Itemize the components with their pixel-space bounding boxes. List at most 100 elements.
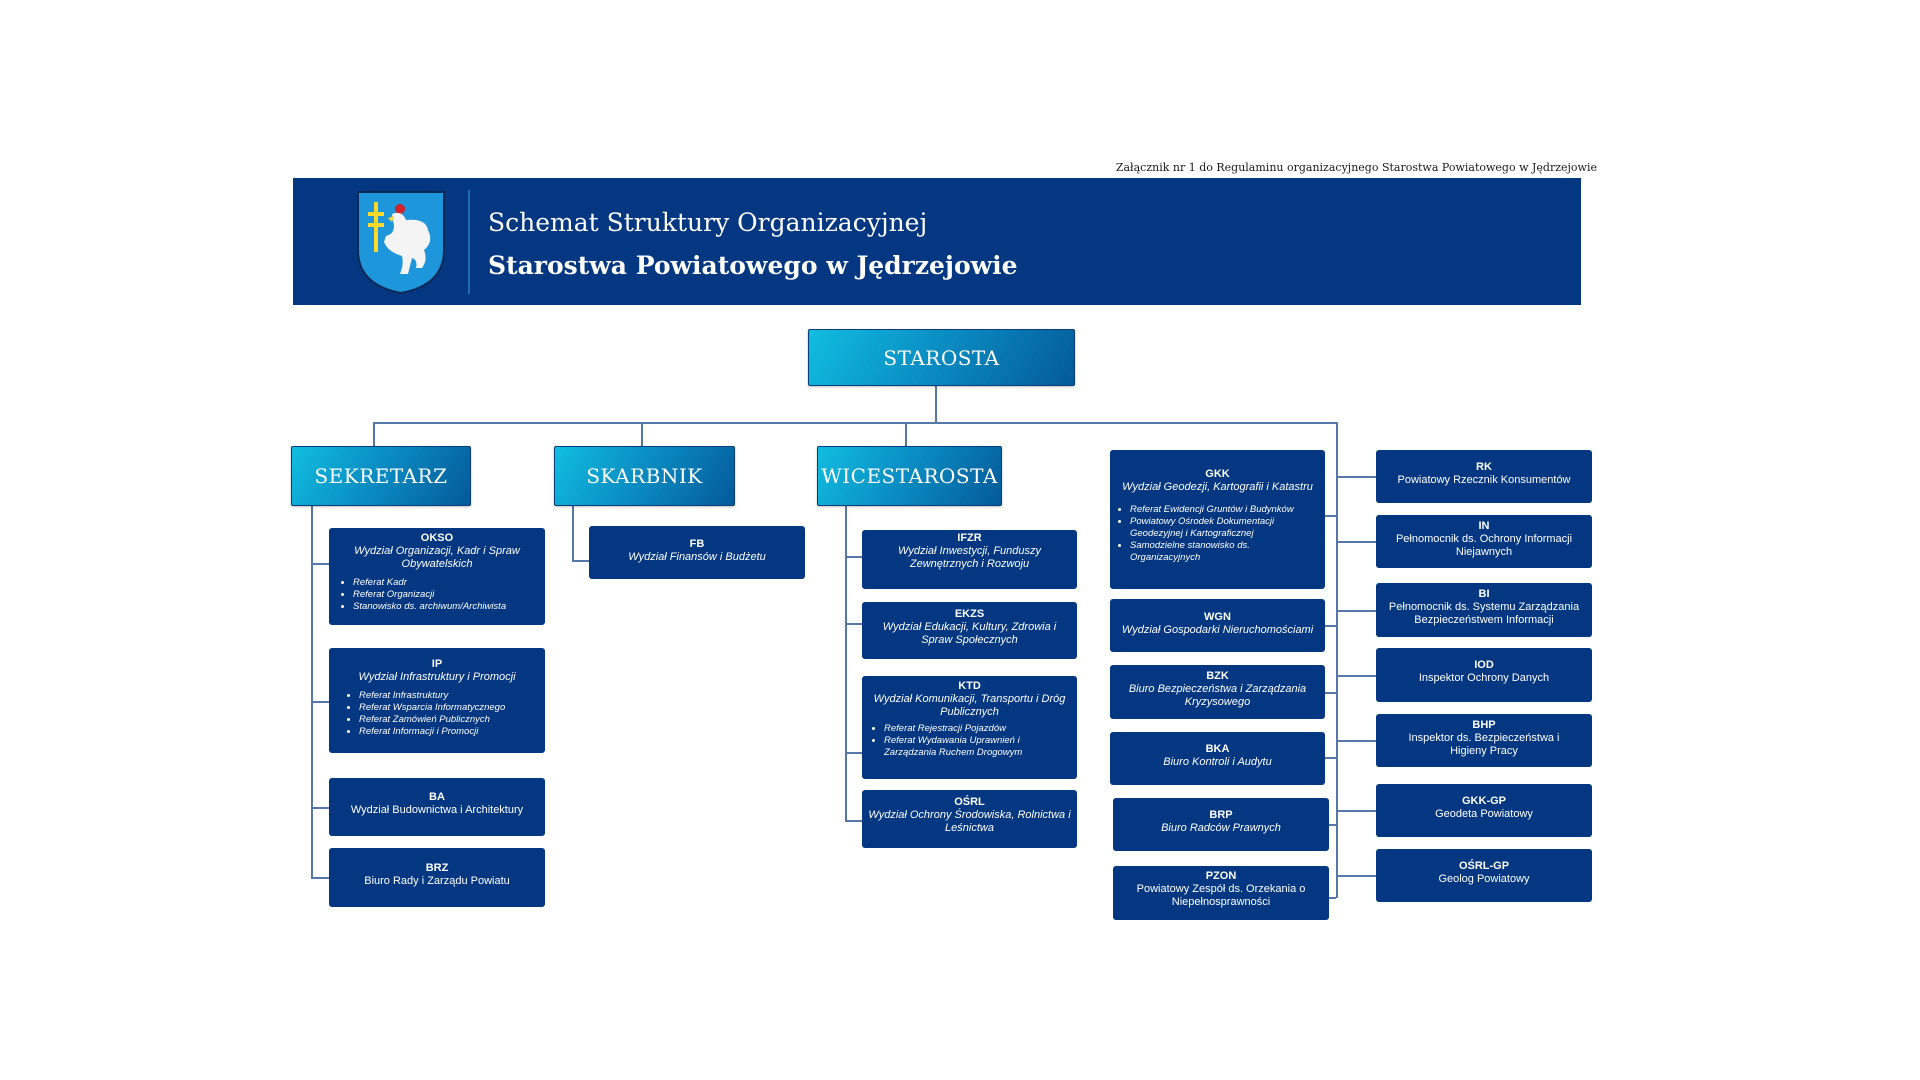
sekretarz-box: SEKRETARZ — [291, 446, 471, 506]
connector — [1325, 692, 1336, 694]
unit-code: FB — [689, 538, 705, 550]
connector — [311, 877, 329, 879]
unit-code: GKK-GP — [1462, 795, 1506, 807]
connector — [905, 422, 907, 446]
unit-pzon: PZON Powiatowy Zespół ds. Orzekania o Ni… — [1113, 866, 1329, 920]
connector — [1329, 897, 1336, 899]
subunit-list: Referat Kadr Referat Organizacji Stanowi… — [335, 577, 539, 613]
subunit-item: Referat Kadr — [353, 577, 539, 589]
subunit-list: Referat Infrastruktury Referat Wsparcia … — [335, 690, 539, 738]
unit-code: BI — [1478, 588, 1490, 600]
post-osrl-gp: OŚRL-GP Geolog Powiatowy — [1376, 849, 1592, 902]
sekretarz-label: SEKRETARZ — [314, 464, 448, 488]
subunit-item: Referat Zamówień Publicznych — [359, 714, 539, 726]
unit-name: Powiatowy Zespół ds. Orzekania o Niepełn… — [1136, 883, 1306, 908]
connector — [1336, 610, 1376, 612]
post-bhp: BHP Inspektor ds. Bezpieczeństwa i Higie… — [1376, 714, 1592, 767]
unit-ekzs: EKZS Wydział Edukacji, Kultury, Zdrowia … — [862, 602, 1077, 659]
unit-code: GKK — [1205, 468, 1230, 480]
skarbnik-box: SKARBNIK — [554, 446, 735, 506]
unit-name: Wydział Komunikacji, Transportu i Dróg P… — [873, 693, 1066, 718]
subunit-item: Powiatowy Ośrodek Dokumentacji Geodezyjn… — [1130, 516, 1319, 540]
unit-name: Wydział Budownictwa i Architektury — [350, 804, 524, 816]
unit-code: BZK — [1206, 670, 1229, 682]
unit-code: RK — [1476, 461, 1492, 473]
subunit-list: Referat Ewidencji Gruntów i Budynków Pow… — [1116, 504, 1319, 564]
connector — [1336, 740, 1376, 742]
unit-code: BRP — [1209, 809, 1233, 821]
unit-name: Wydział Gospodarki Nieruchomościami — [1121, 624, 1314, 636]
connector — [1329, 824, 1336, 826]
unit-name: Wydział Finansów i Budżetu — [628, 551, 766, 563]
skarbnik-label: SKARBNIK — [586, 464, 703, 488]
starosta-label: STAROSTA — [883, 345, 1000, 370]
wicestarosta-box: WICESTAROSTA — [817, 446, 1002, 506]
unit-name: Biuro Rady i Zarządu Powiatu — [364, 875, 510, 887]
unit-name: Powiatowy Rzecznik Konsumentów — [1397, 474, 1571, 486]
unit-name: Pełnomocnik ds. Ochrony Informacji Nieja… — [1395, 533, 1573, 558]
unit-bka: BKA Biuro Kontroli i Audytu — [1110, 732, 1325, 785]
unit-code: IFZR — [957, 532, 982, 544]
unit-name: Biuro Radców Prawnych — [1161, 822, 1281, 834]
connector — [572, 504, 574, 560]
unit-code: WGN — [1204, 611, 1231, 623]
unit-name: Geodeta Powiatowy — [1435, 808, 1533, 820]
subunit-item: Referat Wydawania Uprawnień i Zarządzani… — [884, 735, 1067, 759]
connector — [935, 384, 937, 422]
attachment-note: Załącznik nr 1 do Regulaminu organizacyj… — [1115, 161, 1597, 174]
subunit-list: Referat Rejestracji Pojazdów Referat Wyd… — [872, 723, 1067, 759]
header-banner: Schemat Struktury Organizacyjnej Starost… — [293, 178, 1581, 305]
connector — [1325, 625, 1336, 627]
subunit-item: Referat Rejestracji Pojazdów — [884, 723, 1067, 735]
subunit-item: Referat Informacji i Promocji — [359, 726, 539, 738]
unit-wgn: WGN Wydział Gospodarki Nieruchomościami — [1110, 599, 1325, 652]
unit-name: Inspektor Ochrony Danych — [1418, 672, 1550, 684]
subunit-item: Referat Organizacji — [353, 589, 539, 601]
connector — [845, 623, 862, 625]
connector — [311, 563, 329, 565]
post-bi: BI Pełnomocnik ds. Systemu Zarządzania B… — [1376, 583, 1592, 637]
unit-ba: BA Wydział Budownictwa i Architektury — [329, 778, 545, 836]
unit-name: Pełnomocnik ds. Systemu Zarządzania Bezp… — [1388, 601, 1580, 626]
connector — [373, 422, 1337, 424]
title-line-2: Starostwa Powiatowego w Jędrzejowie — [488, 251, 1018, 280]
unit-name: Wydział Ochrony Środowiska, Rolnictwa i … — [868, 809, 1071, 834]
post-iod: IOD Inspektor Ochrony Danych — [1376, 648, 1592, 702]
subunit-item: Referat Infrastruktury — [359, 690, 539, 702]
unit-brp: BRP Biuro Radców Prawnych — [1113, 798, 1329, 851]
unit-code: EKZS — [954, 608, 985, 620]
unit-code: BKA — [1205, 743, 1230, 755]
unit-fb: FB Wydział Finansów i Budżetu — [589, 526, 805, 579]
connector — [311, 807, 329, 809]
unit-code: OKSO — [420, 532, 454, 544]
unit-ktd: KTD Wydział Komunikacji, Transportu i Dr… — [862, 676, 1077, 779]
connector — [1325, 515, 1336, 517]
connector — [845, 820, 862, 822]
unit-name: Inspektor ds. Bezpieczeństwa i Higieny P… — [1408, 732, 1560, 757]
unit-code: IN — [1478, 520, 1490, 532]
unit-name: Biuro Kontroli i Audytu — [1163, 756, 1272, 768]
unit-code: OŚRL-GP — [1458, 860, 1510, 872]
unit-gkk: GKK Wydział Geodezji, Kartografii i Kata… — [1110, 450, 1325, 589]
title-line-1: Schemat Struktury Organizacyjnej — [488, 208, 928, 237]
unit-ifzr: IFZR Wydział Inwestycji, Funduszy Zewnęt… — [862, 530, 1077, 589]
banner-divider — [468, 190, 470, 294]
connector — [1336, 875, 1376, 877]
unit-code: IP — [431, 658, 443, 670]
connector — [1325, 757, 1336, 759]
subunit-item: Referat Ewidencji Gruntów i Budynków — [1130, 504, 1319, 516]
unit-code: KTD — [958, 680, 981, 692]
unit-ip: IP Wydział Infrastruktury i Promocji Ref… — [329, 648, 545, 753]
unit-code: BA — [429, 791, 445, 803]
connector — [641, 422, 643, 446]
unit-osrl: OŚRL Wydział Ochrony Środowiska, Rolnict… — [862, 790, 1077, 848]
unit-okso: OKSO Wydział Organizacji, Kadr i Spraw O… — [329, 528, 545, 625]
unit-name: Wydział Geodezji, Kartografii i Katastru — [1122, 481, 1313, 493]
unit-code: PZON — [1205, 870, 1237, 882]
starosta-box: STAROSTA — [808, 329, 1075, 386]
unit-name: Geolog Powiatowy — [1438, 873, 1530, 885]
post-in: IN Pełnomocnik ds. Ochrony Informacji Ni… — [1376, 515, 1592, 568]
unit-brz: BRZ Biuro Rady i Zarządu Powiatu — [329, 848, 545, 907]
post-rk: RK Powiatowy Rzecznik Konsumentów — [1376, 450, 1592, 503]
connector — [1336, 541, 1376, 543]
